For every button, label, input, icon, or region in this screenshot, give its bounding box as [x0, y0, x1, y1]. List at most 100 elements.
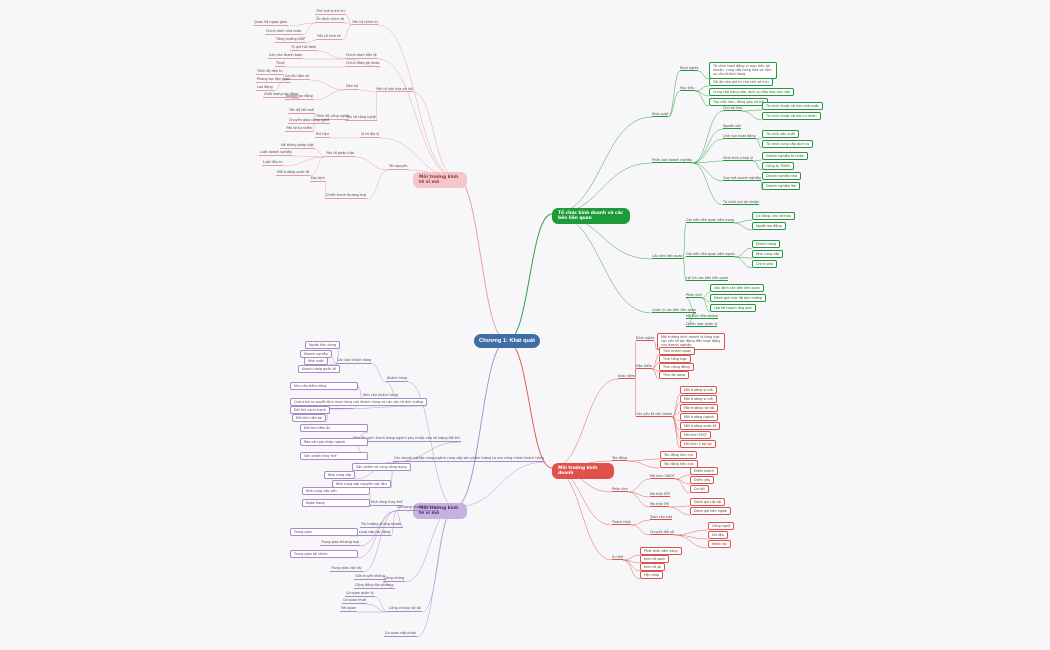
topic-r-a1[interactable]: Định nghĩa — [636, 336, 655, 342]
topic-u-a1[interactable]: Các loại khách hàng — [336, 358, 373, 365]
topic-r-c3a[interactable]: Đánh giá nội bộ — [690, 498, 725, 507]
topic-r-b[interactable]: Tác động — [612, 456, 628, 462]
topic-r-b2[interactable]: Tác động tiêu cực — [660, 460, 698, 469]
topic-g-d[interactable]: Quản lý các bên liên quan — [652, 308, 697, 314]
topic-p-j2[interactable]: Đại dịch — [310, 176, 326, 183]
topic-g-c1a[interactable]: Cổ đông, chủ sở hữu — [752, 212, 795, 221]
topic-p-a4[interactable]: Chính sách nhà nước — [265, 29, 303, 36]
topic-p-e3[interactable]: Trình độ dân trí — [256, 69, 284, 76]
topic-p-g1[interactable]: Trình độ công nghệ — [315, 114, 350, 121]
topic-p-c1[interactable]: Tỷ giá hối đoái — [290, 45, 317, 52]
topic-g-b4b[interactable]: Công ty TNHH — [762, 162, 794, 171]
topic-g-c3[interactable]: Lợi ích các bên liên quan — [686, 276, 729, 282]
topic-p-a3[interactable]: Quan hệ ngoại giao — [253, 20, 289, 27]
topic-r-a3f[interactable]: Mô hình PEST — [680, 431, 711, 440]
topic-r-a3e[interactable]: Môi trường quốc tế — [680, 422, 721, 431]
topic-r-a2c[interactable]: Tính năng động — [659, 363, 694, 372]
topic-p-h3[interactable]: Tài nguyên — [388, 164, 409, 171]
topic-g-b4[interactable]: Hình thức pháp lý — [723, 156, 753, 162]
topic-g-b3b[interactable]: Tổ chức cung cấp dịch vụ — [762, 140, 814, 149]
topic-p-b[interactable]: Yếu tố kinh tế — [316, 34, 342, 41]
topic-p-g2[interactable]: Tốc độ đổi mới — [288, 108, 315, 115]
topic-r-a2a[interactable]: Tính khách quan — [659, 347, 696, 356]
topic-u-e1[interactable]: Giới truyền thông — [354, 574, 386, 581]
topic-g-c2[interactable]: Các bên liên quan bên ngoài — [686, 252, 735, 258]
topic-p-e1[interactable]: Dân số — [345, 84, 359, 91]
topic-r-c[interactable]: Phân tích — [612, 487, 628, 493]
topic-u-f2[interactable]: Hải quan — [340, 606, 358, 613]
topic-r-a3[interactable]: Các yếu tố cấu thành — [636, 412, 673, 418]
topic-p-a[interactable]: Yếu tố chính trị — [352, 20, 378, 26]
topic-p-b1[interactable]: Tăng trưởng GDP — [275, 37, 307, 44]
topic-u-c3[interactable]: Nhà cung cấp lao động — [350, 530, 392, 537]
topic-u-a3a[interactable]: Quá trình ra quyết định mua hàng của khá… — [290, 398, 428, 407]
topic-p-h2[interactable]: Khí hậu — [315, 132, 330, 139]
topic-r-d2c[interactable]: Nhân lực — [708, 540, 731, 549]
topic-p-i1[interactable]: Hệ thống pháp luật — [280, 143, 315, 150]
topic-g-a2b[interactable]: Cung cấp hàng hóa, dịch vụ đáp ứng nhu c… — [709, 88, 795, 97]
topic-g-b5[interactable]: Quy mô doanh nghiệp — [723, 176, 761, 182]
topic-u-f[interactable]: Cơ quan quản lý — [345, 591, 375, 598]
topic-u-f3[interactable]: Cơ quan cấp phép — [384, 631, 417, 638]
topic-g-c2c[interactable]: Chính phủ — [752, 260, 778, 269]
topic-g-d1[interactable]: Phân tích — [686, 293, 702, 299]
topic-u-b1a[interactable]: Các doanh nghiệp cùng ngành cung cấp sản… — [393, 456, 545, 463]
topic-g-b[interactable]: Phân loại doanh nghiệp — [652, 158, 692, 164]
topic-g-b6[interactable]: Tổ chức phi lợi nhuận — [723, 200, 760, 206]
topic-r-a[interactable]: Khái niệm — [618, 374, 635, 380]
topic-g-d2[interactable]: Mô hình Mendelow — [686, 314, 718, 320]
topic-g-a[interactable]: Khái quát — [652, 112, 669, 118]
topic-g-b3[interactable]: Lĩnh vực hoạt động — [723, 134, 756, 140]
topic-r-a3d[interactable]: Môi trường ngành — [680, 413, 719, 422]
topic-u-a2b[interactable]: Nhu cầu tiềm năng — [290, 382, 358, 391]
topic-r-c3[interactable]: Ma trận IFE — [650, 502, 670, 508]
topic-u-b2a[interactable]: Rào cản gia nhập ngành — [300, 438, 368, 447]
branch-green-topic[interactable]: Tổ chức kinh doanh và các bên liên quan — [552, 208, 630, 224]
topic-g-b1b[interactable]: Tổ chức thuộc sở hữu tư nhân — [762, 112, 821, 121]
topic-p-c2[interactable]: Cán cân thanh toán — [268, 53, 304, 60]
topic-u-f1[interactable]: Cơ quan thuế — [342, 598, 367, 605]
central-topic[interactable]: Chương 1: Khái quát — [474, 334, 540, 348]
topic-u-d[interactable]: Trung gian — [290, 528, 358, 537]
topic-g-b3a[interactable]: Tổ chức sản xuất — [762, 130, 799, 139]
topic-p-e2[interactable]: Cơ cấu dân số — [284, 74, 310, 81]
topic-p-i3[interactable]: Luật đầu tư — [262, 160, 284, 167]
topic-r-a2d[interactable]: Tính đa dạng — [659, 371, 690, 380]
topic-u-e3[interactable]: Công chúng nội bộ — [388, 606, 422, 613]
topic-g-b4a[interactable]: Doanh nghiệp tư nhân — [762, 152, 808, 161]
branch-purple-topic[interactable]: Môi trường kinh tế vi mô — [413, 503, 467, 519]
topic-g-a2c[interactable]: Tạo việc làm, đóng góp xã hội — [709, 98, 769, 107]
topic-p-h[interactable]: Yếu tố tự nhiên — [285, 126, 313, 133]
topic-p-e[interactable]: Yếu tố văn hóa xã hội — [376, 87, 413, 93]
topic-r-c1a[interactable]: Điểm mạnh — [690, 467, 718, 476]
topic-r-e3[interactable]: Kinh tế số — [640, 563, 665, 572]
topic-u-c1b[interactable]: Khả năng thay thế — [370, 500, 404, 507]
topic-p-c[interactable]: Chính sách tiền tệ — [345, 53, 378, 60]
topic-u-a1a[interactable]: Người tiêu dùng — [305, 341, 341, 350]
topic-p-j[interactable]: Môi trường quốc tế — [276, 170, 311, 177]
topic-u-b[interactable]: Đối thủ cạnh tranh — [290, 406, 330, 415]
topic-r-d2b[interactable]: Dữ liệu — [708, 531, 728, 540]
topic-r-a3a[interactable]: Môi trường vĩ mô — [680, 386, 717, 395]
topic-u-b3[interactable]: Sản phẩm thay thế — [300, 452, 368, 461]
topic-r-c1c[interactable]: Cơ hội — [690, 485, 709, 494]
topic-r-c1[interactable]: Mô hình SWOT — [650, 474, 675, 480]
topic-g-d1b[interactable]: Đánh giá mức độ ảnh hưởng — [710, 294, 767, 303]
topic-p-e4[interactable]: Phong tục tập quán — [256, 77, 292, 84]
topic-p-f[interactable]: Lao động — [256, 85, 274, 92]
topic-p-f1[interactable]: Nguồn lao động — [285, 94, 314, 101]
topic-u-b3a[interactable]: Sản phẩm có cùng công dụng — [352, 463, 411, 472]
topic-g-b1a[interactable]: Tổ chức thuộc sở hữu nhà nước — [762, 102, 824, 111]
topic-p-i2[interactable]: Luật doanh nghiệp — [259, 150, 293, 157]
topic-u-e2[interactable]: Cộng đồng địa phương — [354, 583, 395, 590]
topic-u-c2[interactable]: Nhà cung cấp vốn — [302, 487, 370, 496]
topic-u-d1[interactable]: Trung gian thương mại — [320, 540, 361, 547]
branch-pink-topic[interactable]: Môi trường kinh tế vĩ mô — [413, 172, 467, 188]
topic-p-d[interactable]: Chính sách tài khóa — [345, 61, 381, 68]
topic-p-h1[interactable]: Vị trí địa lý — [360, 132, 381, 139]
topic-g-d3[interactable]: Chiến lược quản lý — [686, 322, 718, 328]
topic-r-c1b[interactable]: Điểm yếu — [690, 476, 715, 485]
topic-p-a1[interactable]: Thể chế chính trị — [315, 9, 346, 16]
topic-r-a3b[interactable]: Môi trường vi mô — [680, 395, 717, 404]
topic-u-d2[interactable]: Trung gian tài chính — [290, 550, 358, 559]
